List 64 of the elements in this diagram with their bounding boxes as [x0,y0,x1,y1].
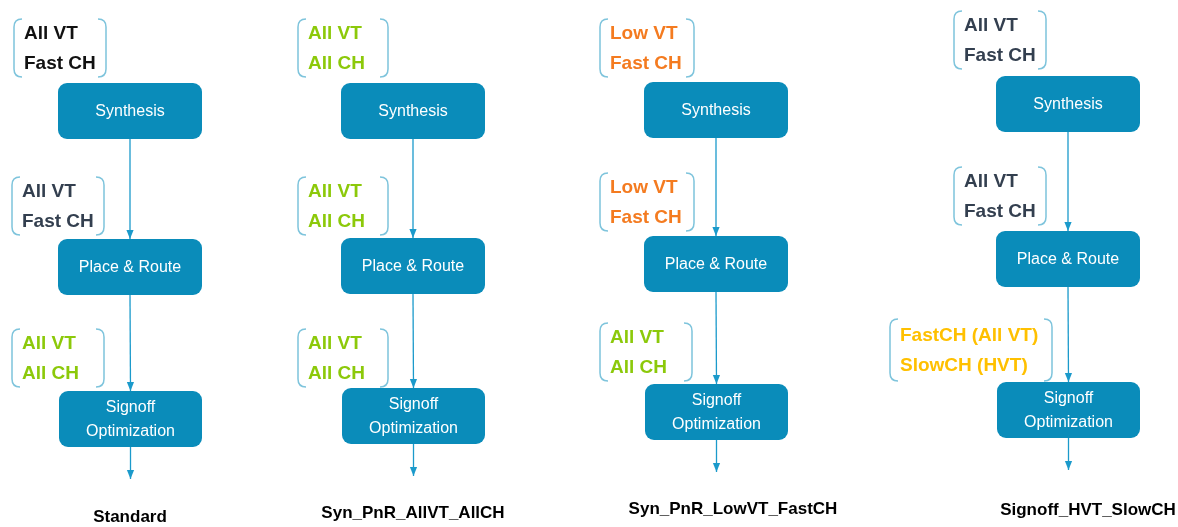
process-box [996,231,1140,287]
step-label: Signoff Optimization [368,394,459,438]
arrow [409,293,418,389]
setting-text: Fast CH [22,209,95,233]
step-label: Synthesis [681,100,751,120]
step-label: Place & Route [361,256,465,276]
step-label: Place & Route [78,257,182,277]
setting-text: All CH [610,355,668,379]
process-box [341,238,485,294]
arrow [409,138,417,239]
step-label: Place & Route [1016,249,1120,269]
setting-text: Fast CH [964,199,1037,223]
setting-text: All CH [308,51,366,75]
process-box [342,388,485,444]
setting-text: All VT [22,331,77,355]
process-box [996,76,1140,132]
setting-text: All CH [22,361,80,385]
step-label: Synthesis [95,101,165,121]
step-label: Place & Route [664,254,768,274]
arrow [409,443,418,477]
setting-text: Fast CH [610,205,683,229]
setting-text: All VT [964,13,1019,37]
process-box [58,83,202,139]
setting-text: All CH [308,209,366,233]
flow-caption: Syn_PnR_AllVT_AllCH [321,503,505,523]
setting-text: All VT [610,325,665,349]
arrow [126,294,135,392]
step-label: Signoff Optimization [1023,388,1114,432]
setting-text: FastCH (All VT) [900,323,1040,347]
arrow [1064,286,1073,383]
setting-text: Low VT [610,21,679,45]
process-box [997,382,1140,438]
flow-caption: Signoff_HVT_SlowCH [1000,500,1176,520]
setting-text: All VT [22,179,77,203]
arrow [1064,131,1072,232]
setting-text: Low VT [610,175,679,199]
arrow [1064,437,1073,471]
setting-text: All VT [308,331,363,355]
arrow [126,138,134,240]
process-box [59,391,202,447]
setting-text: All VT [24,21,79,45]
process-box [644,236,788,292]
setting-text: Fast CH [964,43,1037,67]
step-label: Synthesis [1033,94,1103,114]
arrow [712,439,721,473]
setting-text: All VT [308,21,363,45]
step-label: Signoff Optimization [671,390,762,434]
process-box [645,384,788,440]
arrow [712,291,721,385]
process-box [644,82,788,138]
setting-text: All CH [308,361,366,385]
process-box [341,83,485,139]
step-label: Synthesis [378,101,448,121]
arrow [126,446,135,480]
flow-caption: Standard [93,507,167,527]
step-label: Signoff Optimization [85,397,176,441]
setting-text: Fast CH [610,51,683,75]
setting-text: Fast CH [24,51,97,75]
setting-text: SlowCH (HVT) [900,353,1029,377]
setting-text: All VT [308,179,363,203]
setting-text: All VT [964,169,1019,193]
flow-caption: Syn_PnR_LowVT_FastCH [628,499,838,519]
process-box [58,239,202,295]
arrow [712,137,720,237]
